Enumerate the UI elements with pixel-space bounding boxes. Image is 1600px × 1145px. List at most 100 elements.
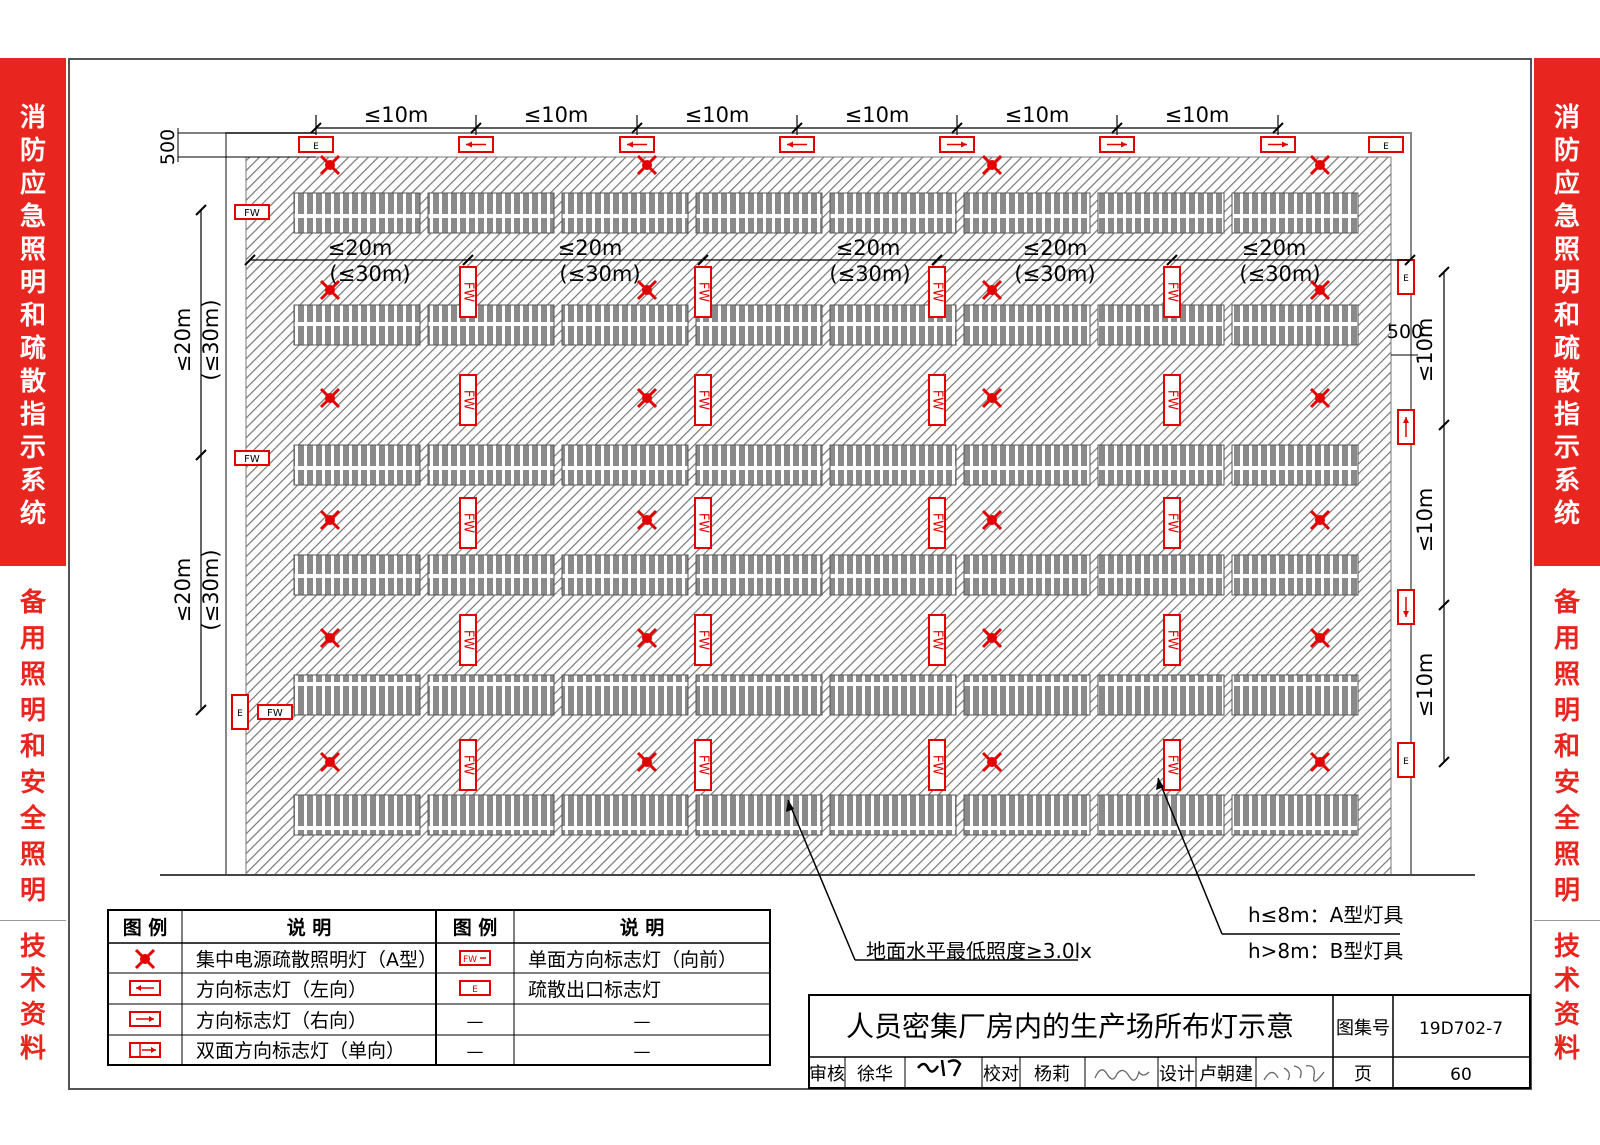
left-spacing-label: ≤20m: [171, 308, 195, 373]
legend-desc-sign-forward: 单面方向标志灯（向前）: [528, 949, 737, 971]
emergency-light-dot: [1315, 757, 1325, 767]
machine-block: [963, 192, 1091, 234]
exit-sign-icon: E: [459, 980, 491, 996]
emergency-light-icon: [981, 627, 1003, 649]
emergency-light-icon: [636, 154, 658, 176]
direction-sign-icon: [1397, 589, 1415, 625]
sign-forward-icon: FW: [1163, 266, 1181, 318]
dim-slash: [1166, 254, 1178, 266]
machine-block: [293, 674, 421, 716]
row-spacing-alt-label: (≤30m): [559, 262, 640, 286]
emergency-light-icon: [981, 751, 1003, 773]
sign-forward-box: [928, 266, 946, 318]
exit-sign-icon: E: [1397, 742, 1415, 778]
legend-dash-3: —: [467, 1042, 484, 1062]
offset-label-right: 500: [1387, 321, 1423, 343]
row-spacing-label: ≤20m: [1242, 236, 1307, 260]
emergency-light-icon: [981, 387, 1003, 409]
sign-forward-box: [694, 374, 712, 426]
emergency-light-icon: [636, 751, 658, 773]
machine-block: [1097, 674, 1225, 716]
dim-slash: [310, 122, 322, 134]
machine-block: [963, 674, 1091, 716]
atlas-number: 19D702-7: [1419, 1019, 1503, 1039]
sign-forward-icon: FW: [694, 374, 712, 426]
dim-slash: [931, 254, 943, 266]
machine-block: [829, 674, 957, 716]
title-block: 人员密集厂房内的生产场所布灯示意 图集号 19D702-7 审核 徐华 校对 杨…: [808, 994, 1531, 1089]
right-tab-section-2: 备用照明和安全照明: [1553, 588, 1580, 906]
machine-block: [293, 794, 421, 836]
row-spacing-alt-label: (≤30m): [1239, 262, 1320, 286]
wall-sign-box: [234, 204, 270, 220]
emergency-light-dot: [642, 285, 652, 295]
legend-desc-emergency-light: 集中电源疏散照明灯（A型）: [196, 949, 437, 971]
reviewer-signature: [917, 1059, 962, 1077]
legend-header-1: 图 例: [123, 916, 168, 939]
sign-forward-text: FW: [1165, 390, 1180, 410]
legend-header-4: 说 明: [620, 916, 665, 939]
emergency-light-dot: [987, 285, 997, 295]
legend-header-2: 说 明: [287, 916, 332, 939]
legend-dash-1: —: [467, 1012, 484, 1032]
emergency-light-dot: [325, 393, 335, 403]
design-label: 设计: [1159, 1064, 1195, 1085]
sign-forward-box: [928, 497, 946, 549]
machine-block: [1231, 794, 1359, 836]
designer-name: 卢朝建: [1199, 1064, 1253, 1085]
sign-box: [231, 694, 249, 730]
exit-sign-text: E: [313, 142, 319, 152]
emergency-light-dot: [325, 757, 335, 767]
emergency-light-icon: [1309, 279, 1331, 301]
arrow-head: [1282, 141, 1288, 148]
machine-block: [695, 192, 823, 234]
emergency-light-dot: [642, 515, 652, 525]
row-spacing-label: ≤20m: [558, 236, 623, 260]
sign-right-icon: [129, 1011, 161, 1027]
sign-forward-icon: FW: [459, 497, 477, 549]
sign-forward-icon: FW: [928, 614, 946, 666]
direction-sign-icon: [1260, 136, 1296, 153]
machine-block: [561, 794, 689, 836]
page-label: 页: [1354, 1064, 1372, 1085]
emergency-light-dot: [325, 515, 335, 525]
machine-block: [427, 444, 555, 486]
sign-forward-text: FW: [696, 755, 711, 775]
drawing-title: 人员密集厂房内的生产场所布灯示意: [846, 1010, 1294, 1043]
machine-block: [695, 304, 823, 346]
machine-block: [1231, 444, 1359, 486]
legend-desc-exit-sign: 疏散出口标志灯: [528, 979, 661, 1001]
machine-block: [561, 444, 689, 486]
machine-block: [561, 304, 689, 346]
sign-double-icon: [129, 1042, 161, 1058]
sign-forward-text: FW: [696, 513, 711, 533]
emergency-lights: [319, 154, 1331, 773]
emergency-light-dot: [1315, 160, 1325, 170]
emergency-light-icon: [319, 154, 341, 176]
dim-slash: [791, 122, 803, 134]
machine-block: [963, 304, 1091, 346]
arrow-head: [1121, 141, 1127, 148]
sign-forward-icon: FW: [928, 374, 946, 426]
machine-block: [829, 192, 957, 234]
machine-block: [293, 554, 421, 596]
dimension-lines: ≤10m≤10m≤10m≤10m≤10m≤10m500≤20m(≤30m)≤20…: [157, 103, 1450, 768]
sign-left-icon: [129, 980, 161, 996]
sign-forward-text: FW: [1165, 630, 1180, 650]
sign-box: [1368, 136, 1404, 153]
exit-sign-text: E: [1383, 142, 1389, 152]
sign-forward-box: [1163, 266, 1181, 318]
legend-desc-sign-right: 方向标志灯（右向）: [196, 1010, 367, 1032]
sign-forward-box: [459, 374, 477, 426]
emergency-light-icon: [636, 279, 658, 301]
arrow-head: [466, 141, 472, 148]
exit-sign-icon: E: [298, 136, 334, 153]
check-label: 校对: [983, 1064, 1019, 1085]
sign-forward-text: FW: [930, 630, 945, 650]
sign-forward-box: [1163, 614, 1181, 666]
sign-forward-icon: FW: [459, 950, 491, 966]
sign-forward-text: FW: [1165, 755, 1180, 775]
wall-sign-box: [257, 704, 293, 720]
sign-forward-text: FW: [1165, 282, 1180, 302]
